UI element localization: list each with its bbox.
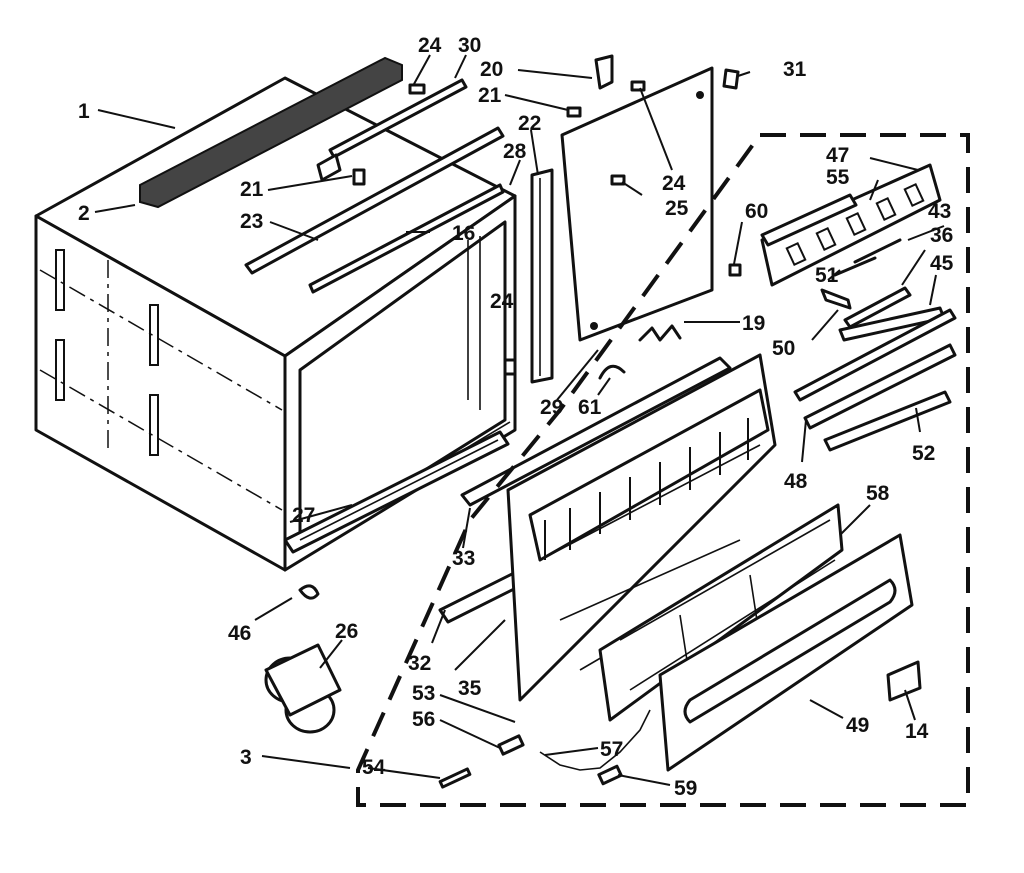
bracket-26 [264, 643, 342, 734]
louver-frame [760, 163, 942, 287]
label-58: 58 [866, 482, 890, 505]
label-23: 23 [240, 210, 263, 233]
label-33: 33 [452, 547, 475, 570]
label-59: 59 [674, 777, 697, 800]
label-24c: 24 [490, 290, 514, 313]
label-47: 47 [826, 144, 849, 167]
clip-part [638, 324, 682, 342]
label-plate [886, 660, 922, 702]
small-louver-parts [793, 238, 957, 452]
label-27: 27 [292, 504, 315, 527]
label-26: 26 [335, 620, 358, 643]
label-51: 51 [815, 264, 839, 287]
label-24b: 24 [662, 172, 686, 195]
label-1: 2 [78, 202, 90, 225]
label-2: 1 [78, 100, 90, 123]
label-14: 14 [905, 720, 929, 743]
label-3: 3 [240, 746, 252, 769]
label-30: 30 [458, 34, 481, 57]
chain-parts [438, 709, 651, 789]
label-29: 29 [540, 396, 563, 419]
label-52: 52 [912, 442, 935, 465]
mounting-panel [560, 54, 740, 342]
label-46: 46 [228, 622, 251, 645]
label-16: 16 [452, 222, 475, 245]
label-31: 31 [783, 58, 807, 81]
label-21b: 21 [240, 178, 264, 201]
label-48: 48 [784, 470, 808, 493]
label-32: 32 [408, 652, 431, 675]
hook-part [598, 364, 626, 380]
label-49: 49 [846, 714, 869, 737]
label-28: 28 [503, 140, 527, 163]
label-20: 20 [480, 58, 503, 81]
side-channel [530, 168, 554, 384]
label-53: 53 [412, 682, 435, 705]
label-25: 25 [665, 197, 689, 220]
assembly-boundary [356, 133, 970, 807]
label-45: 45 [930, 252, 954, 275]
label-50: 50 [772, 337, 795, 360]
clip-46 [298, 584, 320, 600]
label-43: 43 [928, 200, 951, 223]
label-36: 36 [930, 224, 953, 247]
screws [352, 80, 742, 376]
label-21a: 21 [478, 84, 502, 107]
label-57: 57 [600, 738, 623, 761]
label-60: 60 [745, 200, 768, 223]
leader-lines [94, 54, 945, 786]
side-louvers [55, 249, 159, 456]
front-door [658, 533, 914, 772]
filter [598, 503, 844, 722]
label-19: 19 [742, 312, 765, 335]
label-54: 54 [362, 756, 386, 779]
label-35: 35 [458, 677, 482, 700]
label-55: 55 [826, 166, 850, 189]
cabinet-drawing [34, 76, 517, 572]
label-24a: 24 [418, 34, 442, 57]
part-labels: 1 2 3 14 16 19 20 21 21 22 23 24 24 24 2… [78, 34, 954, 800]
label-22: 22 [518, 112, 541, 135]
strip-33 [460, 356, 732, 507]
top-seal-strip [139, 56, 403, 209]
label-56: 56 [412, 708, 435, 731]
label-61: 61 [578, 396, 602, 419]
